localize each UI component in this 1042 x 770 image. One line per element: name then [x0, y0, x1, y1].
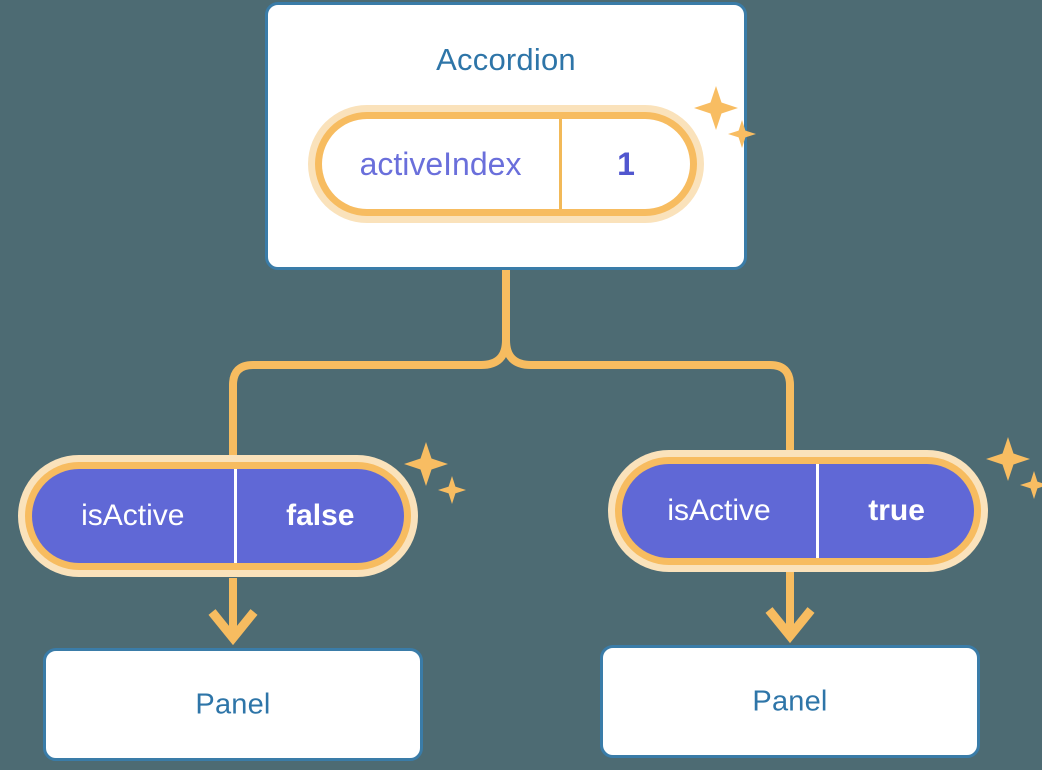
component-card-panel-right[interactable]: Panel	[600, 645, 980, 758]
arrowhead-right	[765, 607, 815, 644]
state-value-label: 1	[617, 145, 635, 182]
connector-root-to-left	[229, 266, 510, 462]
pill-body: activeIndex 1	[322, 119, 690, 209]
prop-key-label: isActive	[622, 464, 820, 558]
prop-key-label: isActive	[32, 469, 237, 563]
state-key-label: activeIndex	[322, 119, 562, 209]
component-card-panel-left[interactable]: Panel	[43, 648, 423, 761]
pill-highlight-ring: isActive false	[25, 462, 411, 570]
prop-value-label: true	[868, 494, 925, 527]
prop-value-label: false	[286, 499, 355, 532]
pill-body: isActive true	[622, 464, 974, 558]
pill-highlight-ring: isActive true	[615, 457, 981, 565]
sparkles-icon	[986, 437, 1042, 499]
connector-root-to-right	[502, 266, 794, 456]
page-title: Accordion	[436, 42, 576, 77]
pill-body: isActive false	[32, 469, 404, 563]
state-pill-is-active-left[interactable]: isActive false	[18, 455, 418, 577]
state-pill-active-index[interactable]: activeIndex 1	[308, 105, 704, 223]
state-pill-is-active-right[interactable]: isActive true	[608, 450, 988, 572]
pill-highlight-ring: activeIndex 1	[315, 112, 697, 216]
arrowhead-left	[208, 609, 258, 646]
panel-title: Panel	[752, 685, 828, 717]
panel-title: Panel	[195, 688, 271, 720]
